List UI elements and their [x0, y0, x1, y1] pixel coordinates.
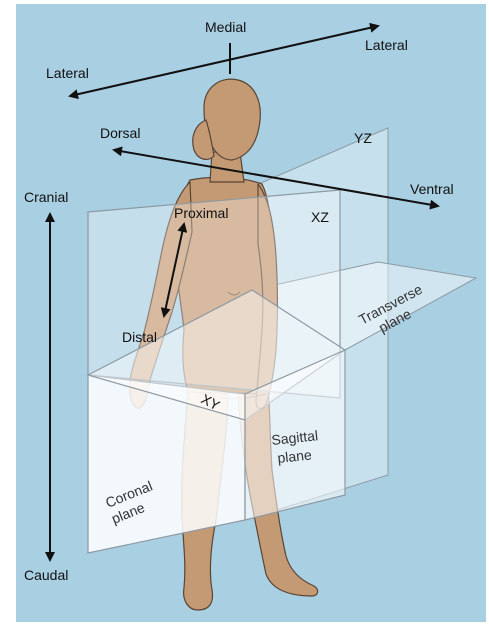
xz-label: XZ [311, 209, 329, 225]
yz-label: YZ [354, 130, 372, 146]
medial-label: Medial [205, 19, 246, 35]
lateral-right-label: Lateral [365, 37, 408, 53]
proximal-label: Proximal [174, 205, 228, 221]
distal-label: Distal [122, 329, 157, 345]
ventral-label: Ventral [410, 181, 454, 197]
dorsal-label: Dorsal [100, 125, 140, 141]
lateral-left-label: Lateral [46, 65, 89, 81]
cranial-label: Cranial [24, 189, 68, 205]
caudal-label: Caudal [24, 567, 68, 583]
